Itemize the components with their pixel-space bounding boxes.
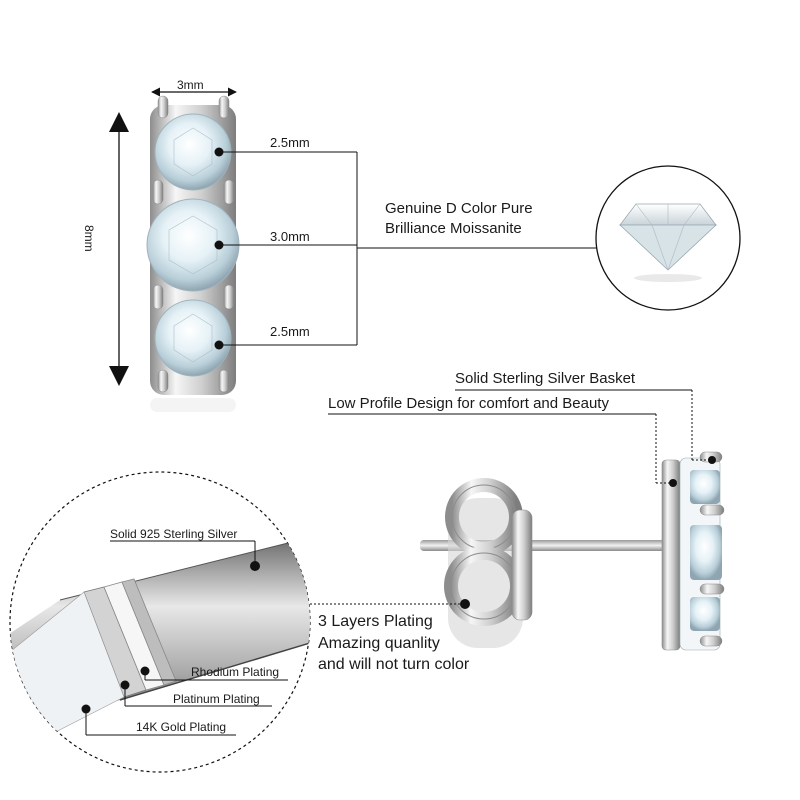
platinum-label: Platinum Plating xyxy=(173,692,260,706)
plating-cross-section xyxy=(9,471,311,773)
moissanite-stone-closeup xyxy=(595,165,741,311)
earring-reflection xyxy=(150,398,236,412)
height-label: 8mm xyxy=(82,225,96,252)
basket-label: Solid Sterling Silver Basket xyxy=(455,370,636,387)
gold-label: 14K Gold Plating xyxy=(136,720,227,734)
stone-facets xyxy=(168,127,218,363)
plating-line1: 3 Layers Plating xyxy=(318,613,433,630)
rhodium-label: Rhodium Plating xyxy=(191,665,280,679)
side-setting xyxy=(661,451,725,651)
stone-callouts xyxy=(214,147,598,350)
core-material-label: Solid 925 Sterling Silver xyxy=(110,527,238,541)
height-arrow-down-icon xyxy=(109,366,129,386)
height-arrow-up-icon xyxy=(109,112,129,132)
stone-description-line2: Brilliance Moissanite xyxy=(385,220,522,237)
side-view-callouts xyxy=(310,389,716,609)
front-view-earring xyxy=(146,95,240,412)
width-label: 3mm xyxy=(177,78,204,92)
side-view-earring xyxy=(420,451,725,651)
stone-bottom-size: 2.5mm xyxy=(270,324,310,339)
stone-description-line1: Genuine D Color Pure xyxy=(385,200,533,217)
plating-line2: Amazing quanlity xyxy=(318,635,440,652)
butterfly-back xyxy=(444,478,533,648)
earring-prongs xyxy=(152,95,235,393)
plating-band-rhodium xyxy=(121,578,177,686)
plating-line3: and will not turn color xyxy=(318,656,470,673)
stone-top-size: 2.5mm xyxy=(270,135,310,150)
stone-middle-size: 3.0mm xyxy=(270,229,310,244)
profile-label: Low Profile Design for comfort and Beaut… xyxy=(328,395,609,412)
stone-bottom xyxy=(154,299,232,377)
